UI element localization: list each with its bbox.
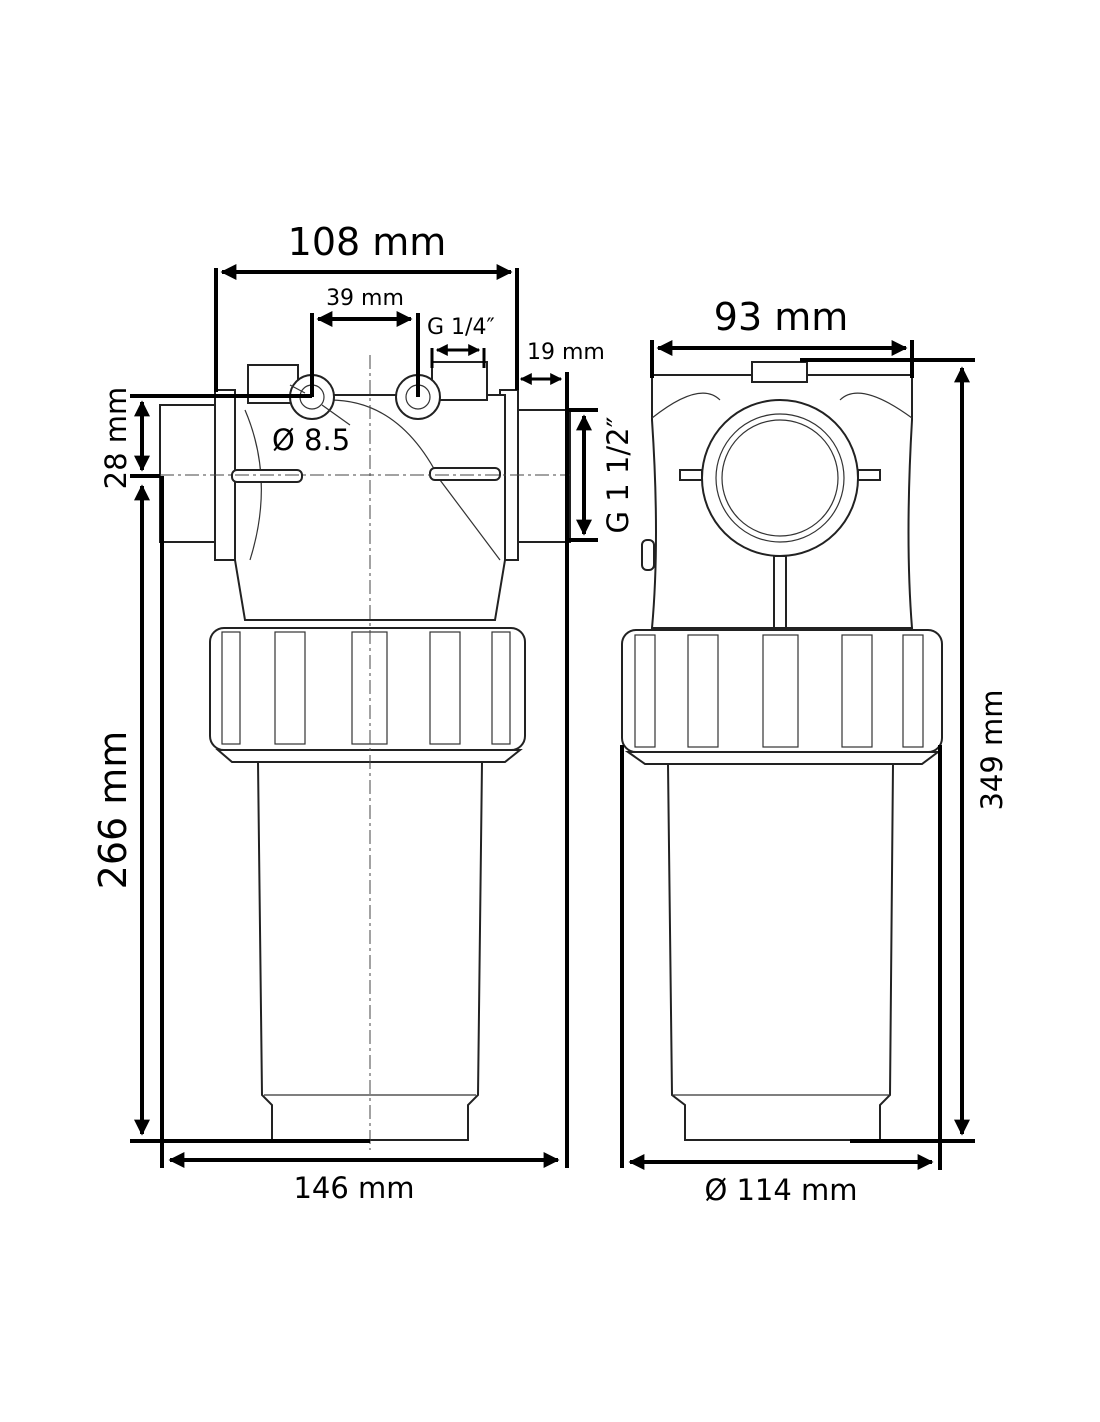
side-bowl (666, 763, 895, 1141)
dim-g-1-4: G 1/4″ (427, 315, 495, 340)
dim-28: 28 mm (99, 387, 133, 490)
dim-diameter-114: Ø 114 mm (704, 1173, 857, 1207)
right-pipe-stub (509, 409, 571, 543)
left-pipe-stub (159, 404, 221, 543)
side-dimensions: 93 mm 349 mm Ø 114 mm (620, 295, 1009, 1207)
dim-108: 108 mm (288, 220, 447, 264)
dim-349: 349 mm (975, 689, 1009, 810)
bowl-nut (209, 627, 526, 751)
gauge-port (431, 361, 488, 401)
dim-146: 146 mm (293, 1171, 414, 1205)
front-dimensions: 108 mm 39 mm G 1/4″ 19 mm 28 mm Ø 8.5 G … (91, 220, 635, 1205)
dim-19: 19 mm (527, 340, 605, 365)
inlet-port (701, 399, 859, 557)
front-view (159, 355, 571, 1150)
dim-266: 266 mm (91, 731, 135, 890)
side-bowl-nut (621, 629, 943, 753)
side-view (621, 361, 943, 1141)
dim-diameter-8-5: Ø 8.5 (272, 423, 350, 457)
dim-93: 93 mm (714, 295, 848, 339)
dim-g-1-1-2: G 1 1/2″ (601, 416, 635, 533)
dim-39: 39 mm (326, 286, 404, 311)
